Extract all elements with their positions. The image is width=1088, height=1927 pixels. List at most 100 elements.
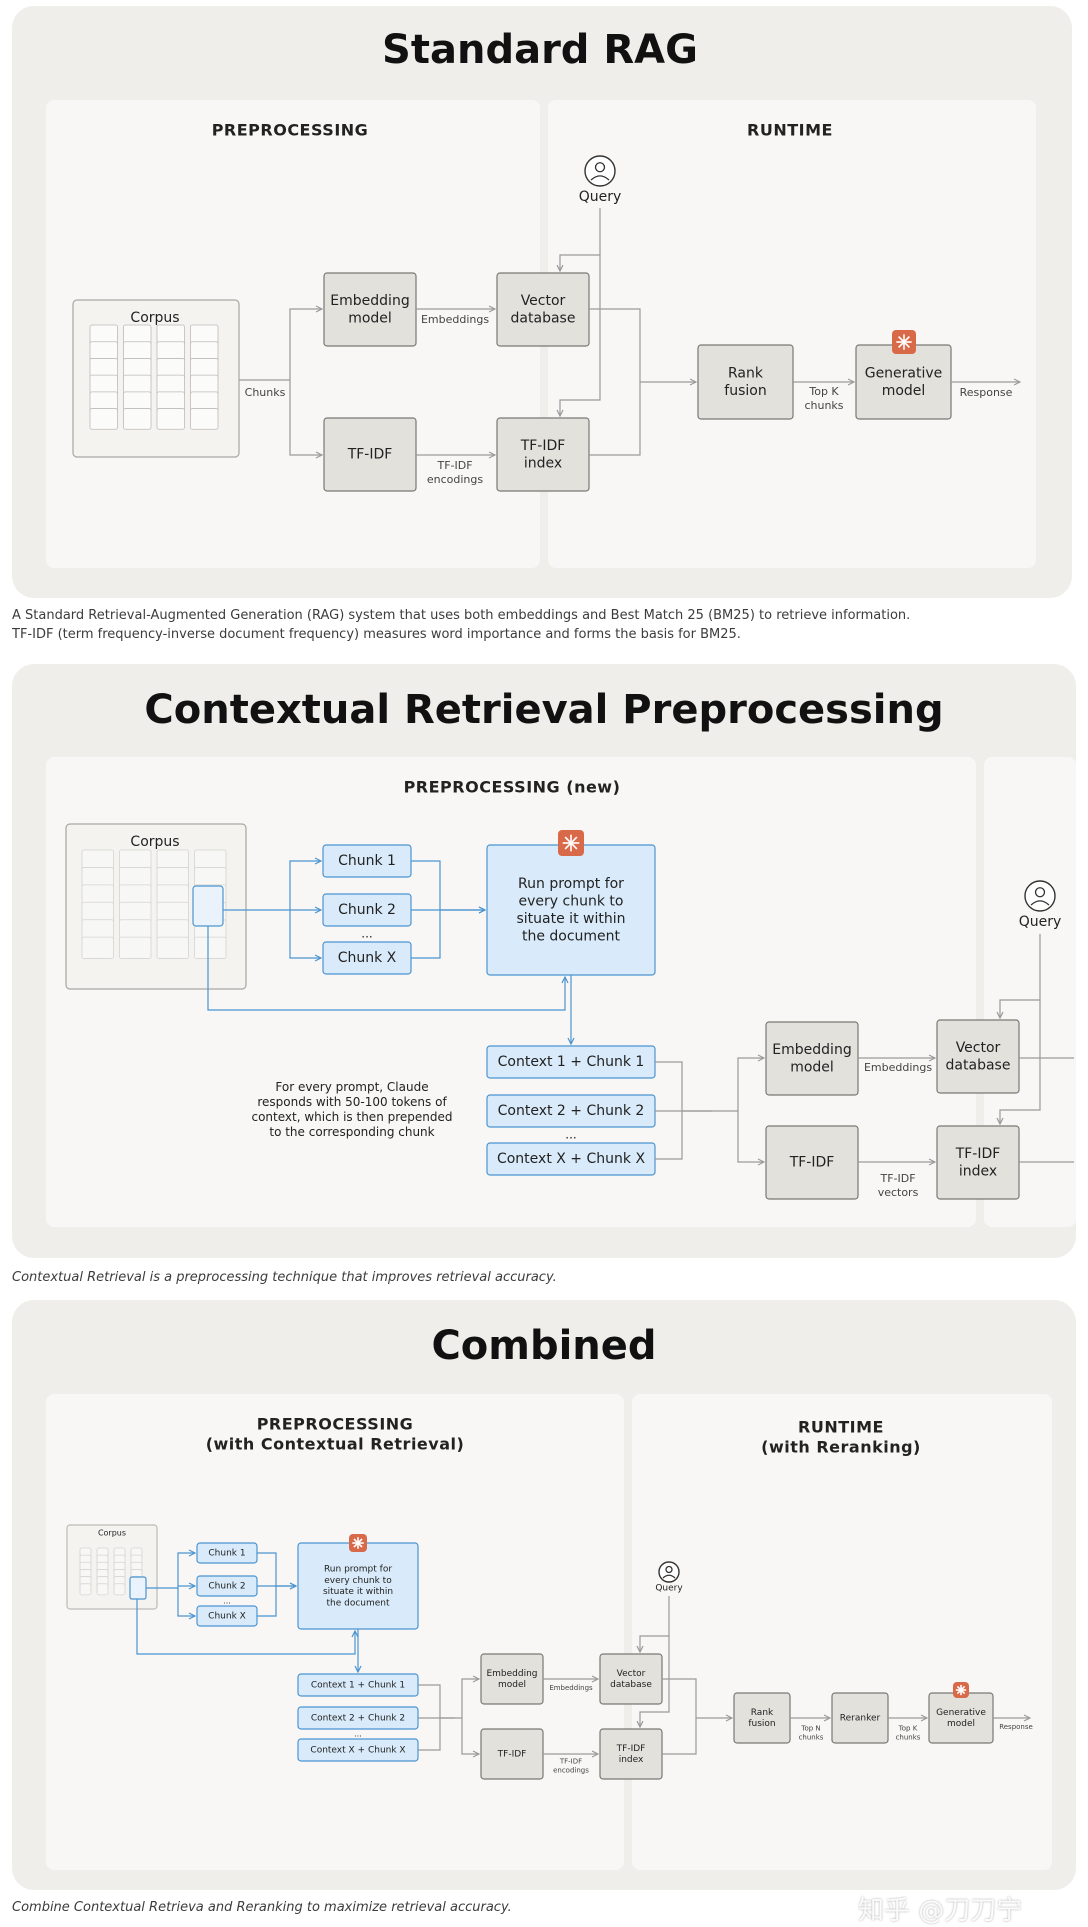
panel2-corpus-label: Corpus bbox=[130, 834, 179, 850]
panel3-preprocessing-section bbox=[46, 1394, 624, 1870]
panel3-edge-ctxx-join bbox=[418, 1718, 441, 1751]
panel2-document-icon bbox=[192, 885, 224, 927]
panel2-claude-spark-icon bbox=[558, 830, 584, 856]
panel2-context-ellipsis: ... bbox=[565, 1128, 576, 1142]
panel1-query-label: Query bbox=[579, 189, 622, 205]
panel2-edge-query-vector bbox=[1000, 934, 1041, 1018]
panel1-edge-chunks-tfidf bbox=[289, 380, 322, 455]
panel1-edge-vector-fusion bbox=[589, 308, 696, 382]
panel3-context-x-label: Context X + Chunk X bbox=[310, 1746, 405, 1756]
panel3-context-1-label: Context 1 + Chunk 1 bbox=[311, 1681, 405, 1691]
panel2-edge-doc-chunk1 bbox=[223, 861, 321, 911]
panel3-chunk-2-label: Chunk 2 bbox=[208, 1582, 245, 1592]
caption-standard-rag: A Standard Retrieval-Augmented Generatio… bbox=[12, 608, 911, 642]
panel1-chunks-label: Chunks bbox=[245, 386, 286, 399]
panel2-edge-doc-chunkx bbox=[289, 910, 321, 958]
panel3-edge-index-fusion bbox=[662, 1718, 697, 1755]
panel2-edge-chunkx-prompt bbox=[411, 910, 441, 959]
panel3-edge-query-index bbox=[640, 1636, 670, 1727]
panel1-title: Standard RAG bbox=[382, 27, 698, 73]
panel1-edge-chunks-embed bbox=[239, 309, 322, 381]
panel2-chunk-x-label: Chunk X bbox=[338, 950, 397, 966]
panel3-corpus-label: Corpus bbox=[98, 1529, 126, 1538]
panel3-edge-doc-prompt bbox=[136, 1599, 355, 1655]
panel3-runtime-label: RUNTIME(with Reranking) bbox=[761, 1418, 921, 1457]
panel2-chunk-ellipsis: ... bbox=[361, 927, 372, 941]
panel2-title: Contextual Retrieval Preprocessing bbox=[144, 687, 943, 733]
panel1-edge-query-vector bbox=[560, 208, 601, 271]
panel1-user-icon bbox=[584, 155, 616, 187]
panel3-chunk-ellipsis: ... bbox=[223, 1597, 231, 1606]
panel1-runtime-label: RUNTIME bbox=[747, 121, 833, 140]
panel3-chunk-x-label: Chunk X bbox=[208, 1612, 246, 1622]
panel3-rank-fusion bbox=[733, 1692, 791, 1744]
panel2-document-stack-icon bbox=[81, 849, 227, 959]
panel2-edge-join-tfidf bbox=[737, 1111, 764, 1162]
caption-combined: Combine Contextual Retrieva and Rerankin… bbox=[12, 1900, 512, 1915]
panel2-context-1-label: Context 1 + Chunk 1 bbox=[498, 1054, 645, 1070]
panel2-edge-doc-prompt bbox=[207, 926, 565, 1011]
panel2-chunk-2-label: Chunk 2 bbox=[338, 902, 396, 918]
panel3-reranker-label: Reranker bbox=[840, 1714, 881, 1724]
panel2-edge-ctxx-join bbox=[655, 1111, 683, 1160]
panel2-vector-database bbox=[936, 1019, 1020, 1094]
panel3-generative-model bbox=[928, 1692, 994, 1744]
panel3-run-prompt bbox=[297, 1542, 419, 1630]
panel2-chunk-1-label: Chunk 1 bbox=[338, 853, 396, 869]
panel1-edge-query-index bbox=[560, 255, 601, 416]
panel1-tfidf-label: TF-IDF bbox=[347, 447, 393, 463]
panel3-preprocessing-label: PREPROCESSING(with Contextual Retrieval) bbox=[206, 1415, 465, 1454]
panel2-preprocessing-label: PREPROCESSING (new) bbox=[404, 778, 621, 797]
panel3-response-label: Response bbox=[999, 1723, 1033, 1731]
panel3-user-icon bbox=[658, 1561, 680, 1583]
panel2-preprocessing-section bbox=[46, 757, 976, 1227]
panel3-context-ellipsis: ... bbox=[354, 1730, 362, 1739]
panel2-edge-join-embed bbox=[712, 1058, 764, 1112]
panel3-claude-spark-icon-2 bbox=[953, 1682, 969, 1698]
panel3-edge-query-vector bbox=[640, 1596, 670, 1652]
panel1-corpus-label: Corpus bbox=[130, 310, 179, 326]
panel3-edge-vector-fusion bbox=[662, 1678, 732, 1718]
panel1-document-stack-icon bbox=[89, 324, 219, 430]
panel3-embedding-model bbox=[480, 1653, 544, 1705]
watermark: 知乎 @刀刀宁 bbox=[858, 1896, 1023, 1926]
caption-contextual-retrieval: Contextual Retrieval is a preprocessing … bbox=[12, 1270, 557, 1285]
panel1-embeddings-label: Embeddings bbox=[421, 313, 489, 326]
panel1-response-label: Response bbox=[960, 386, 1013, 399]
panel3-document-stack-icon bbox=[79, 1547, 143, 1596]
panel3-edge-doc-chunk1 bbox=[146, 1553, 195, 1589]
panel2-context-2-label: Context 2 + Chunk 2 bbox=[498, 1103, 645, 1119]
panel1-claude-spark-icon bbox=[892, 330, 916, 354]
panel3-context-2-label: Context 2 + Chunk 2 bbox=[311, 1714, 405, 1724]
panel2-tfidf-label: TF-IDF bbox=[789, 1155, 835, 1171]
panel3-query-label: Query bbox=[655, 1584, 683, 1594]
panel3-edge-chunkx-prompt bbox=[257, 1586, 277, 1617]
panel3-chunk-1-label: Chunk 1 bbox=[208, 1549, 245, 1559]
panel2-query-label: Query bbox=[1019, 914, 1062, 930]
panel1-edge-index-fusion bbox=[589, 382, 641, 456]
panel2-edge-query-index bbox=[1000, 1000, 1041, 1124]
panel3-runtime-section bbox=[632, 1394, 1052, 1870]
panel3-edge-doc-chunkx bbox=[177, 1588, 195, 1616]
panel3-tfidf-label: TF-IDF bbox=[497, 1750, 527, 1760]
panel3-claude-spark-icon bbox=[349, 1534, 367, 1552]
panel3-title: Combined bbox=[431, 1323, 656, 1369]
panel2-user-icon bbox=[1024, 880, 1056, 912]
